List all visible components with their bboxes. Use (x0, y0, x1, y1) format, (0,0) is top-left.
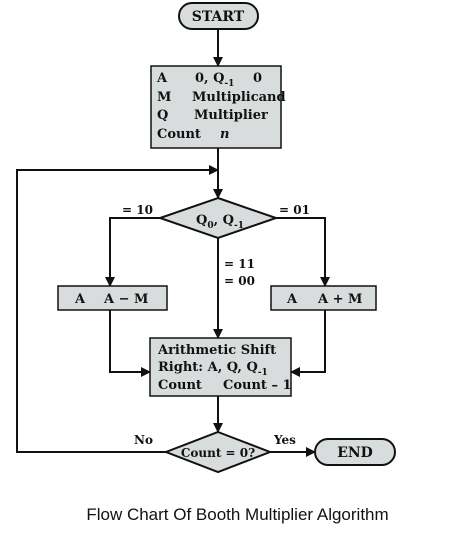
shift-line3-right: Count – 1 (223, 378, 292, 393)
init-line3-right: Multiplier (194, 108, 268, 123)
init-box: A 0, Q-1 0 M Multiplicand Q Multiplier C… (150, 65, 286, 149)
end-label: END (337, 445, 373, 461)
decision-q0-q1: Q0, Q-1 (156, 196, 280, 240)
init-line1-q: 0, Q (195, 71, 224, 86)
shift-line2: Right: A, Q, Q-1 (158, 360, 268, 378)
arrow-branch-10 (105, 217, 160, 287)
shift-box: Arithmetic Shift Right: A, Q, Q-1 Count … (149, 337, 292, 397)
init-line4-left: Count (157, 127, 201, 142)
add-box-left: A (286, 292, 298, 307)
init-line1-left: A (156, 71, 168, 86)
end-terminal: END (314, 438, 396, 466)
arrow-branch-01 (276, 217, 330, 287)
decision1-q1-sub: -1 (234, 221, 244, 231)
start-label: START (192, 9, 245, 25)
init-line1-sub: -1 (224, 79, 234, 89)
add-box-right: A + M (317, 292, 362, 307)
subtract-box-left: A (74, 292, 86, 307)
init-line2-right: Multiplicand (192, 90, 286, 105)
init-line2-left: M (157, 90, 171, 105)
shift-line2-sub: -1 (258, 368, 268, 378)
no-label: No (134, 433, 153, 447)
decision2-text: Count = 0? (181, 446, 255, 460)
branch-label-00: = 00 (224, 274, 255, 288)
init-line3-left: Q (157, 108, 168, 123)
init-line1-value: 0 (253, 71, 262, 86)
init-line1-right: 0, Q-1 (195, 71, 234, 89)
start-terminal: START (178, 2, 259, 30)
branch-label-10: = 10 (122, 203, 153, 217)
yes-label: Yes (273, 433, 296, 447)
init-line4-right: n (220, 127, 229, 142)
subtract-box: A A − M (57, 285, 168, 311)
add-box: A A + M (270, 285, 377, 311)
branch-label-01: = 01 (279, 203, 310, 217)
decision-count-zero: Count = 0? (163, 430, 273, 474)
arrow-subtract-to-shift (109, 310, 151, 377)
decision1-text: Q0, Q-1 (196, 213, 244, 231)
decision1-sep: , Q (214, 213, 234, 228)
arrow-add-to-shift (290, 310, 326, 377)
diagram-caption: Flow Chart Of Booth Multiplier Algorithm (86, 505, 389, 524)
branch-label-11: = 11 (224, 257, 255, 271)
decision1-q0-sub: 0 (207, 221, 213, 231)
subtract-box-right: A − M (103, 292, 148, 307)
decision1-q0: Q (196, 213, 207, 228)
shift-line1: Arithmetic Shift (157, 343, 276, 358)
shift-line3-left: Count (158, 378, 202, 393)
shift-line2-text: Right: A, Q, Q (158, 360, 258, 375)
loop-back-line (16, 165, 219, 453)
